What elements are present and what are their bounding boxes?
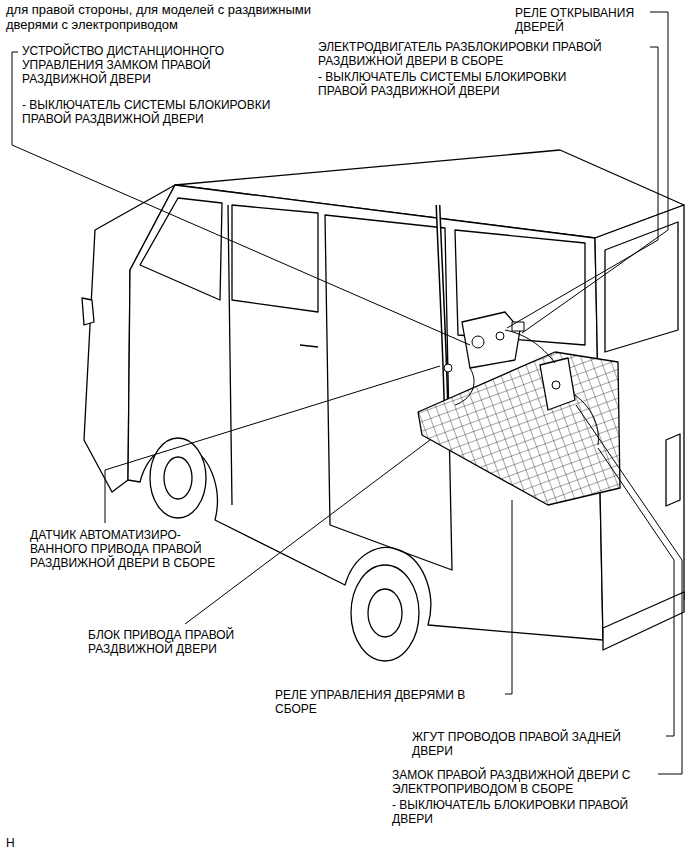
part-label: - ВЫКЛЮЧАТЕЛЬ СИСТЕМЫ БЛОКИРОВКИ ПРАВОЙ …: [22, 98, 292, 126]
van-body: [82, 150, 684, 661]
part-label: ЗАМОК ПРАВОЙ РАЗДВИЖНОЙ ДВЕРИ С ЭЛЕКТРОП…: [392, 768, 654, 796]
door-parts: [418, 205, 620, 505]
diagram-title: для правой стороны, для моделей с раздви…: [6, 2, 366, 32]
leader-lines: [12, 12, 682, 774]
part-label: ДАТЧИК АВТОМАТИЗИРО- ВАННОГО ПРИВОДА ПРА…: [30, 528, 220, 570]
part-label: РЕЛЕ ОТКРЫВАНИЯ ДВЕРЕЙ: [515, 6, 647, 34]
part-label: БЛОК ПРИВОДА ПРАВОЙ РАЗДВИЖНОЙ ДВЕРИ: [88, 628, 268, 656]
part-label: - ВЫКЛЮЧАТЕЛЬ БЛОКИРОВКИ ПРАВОЙ ДВЕРИ: [392, 798, 642, 826]
part-label: ЖГУТ ПРОВОДОВ ПРАВОЙ ЗАДНЕЙ ДВЕРИ: [412, 730, 662, 758]
part-label: - ВЫКЛЮЧАТЕЛЬ СИСТЕМЫ БЛОКИРОВКИ ПРАВОЙ …: [318, 70, 618, 98]
part-label: УСТРОЙСТВО ДИСТАНЦИОННОГО УПРАВЛЕНИЯ ЗАМ…: [22, 44, 284, 86]
figure-code: H: [6, 836, 46, 850]
part-label: ЭЛЕКТРОДВИГАТЕЛЬ РАЗБЛОКИРОВКИ ПРАВОЙ РА…: [318, 40, 643, 68]
part-label: РЕЛЕ УПРАВЛЕНИЯ ДВЕРЯМИ В СБОРЕ: [275, 688, 500, 716]
